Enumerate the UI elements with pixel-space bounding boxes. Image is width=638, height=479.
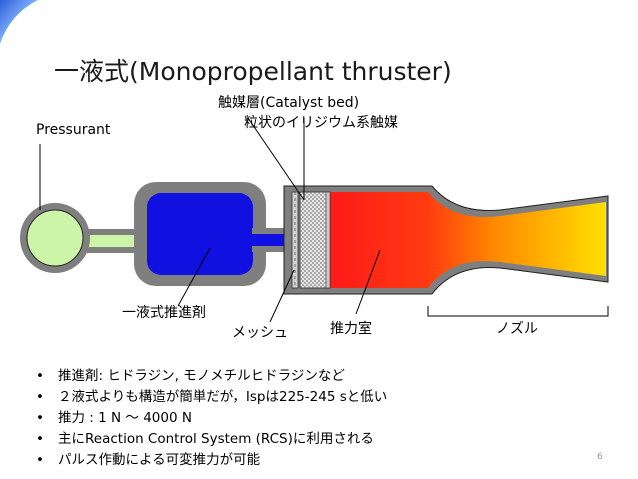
- catalyst-leader-line-2: [247, 117, 305, 201]
- mesh-plate-rear: [325, 191, 331, 289]
- feed-line: [252, 234, 292, 246]
- pressurant-tank: [26, 209, 84, 267]
- bullet-item: 推進剤: ヒドラジン, モノメチルヒドラジンなど: [36, 366, 387, 387]
- nozzle-label: ノズル: [496, 321, 538, 337]
- page-number: 6: [597, 452, 603, 462]
- bullet-item: 主にReaction Control System (RCS)に利用される: [36, 429, 387, 450]
- bullet-item: 推力 : 1 N 〜 4000 N: [36, 408, 387, 429]
- catalyst-detail-label: 粒状のイリジウム系触媒: [244, 115, 398, 131]
- slide-title: 一液式(Monopropellant thruster): [54, 57, 452, 86]
- chamber-leader-line: [355, 249, 381, 315]
- pressurant-label: Pressurant: [36, 122, 111, 138]
- nozzle-bracket: [427, 306, 609, 317]
- bullet-list: 推進剤: ヒドラジン, モノメチルヒドラジンなど ２液式よりも構造が簡単だが，I…: [36, 366, 387, 471]
- chamber-label: 推力室: [330, 321, 372, 337]
- bullet-item: ２液式よりも構造が簡単だが，Ispは225-245 sと低い: [36, 387, 387, 408]
- propellant-tank: [147, 193, 253, 275]
- catalyst-bed-label: 触媒層(Catalyst bed): [218, 95, 360, 111]
- chamber-and-nozzle-gas: [330, 192, 606, 288]
- catalyst-bed: [299, 191, 331, 289]
- bullet-item: パルス作動による可変推力が可能: [36, 450, 387, 471]
- mesh-leader-line: [269, 269, 295, 323]
- corner-decoration: [0, 0, 38, 44]
- mesh-label: メッシュ: [232, 325, 288, 341]
- propellant-label: 一液式推進剤: [122, 305, 206, 321]
- propellant-leader-line: [177, 247, 211, 307]
